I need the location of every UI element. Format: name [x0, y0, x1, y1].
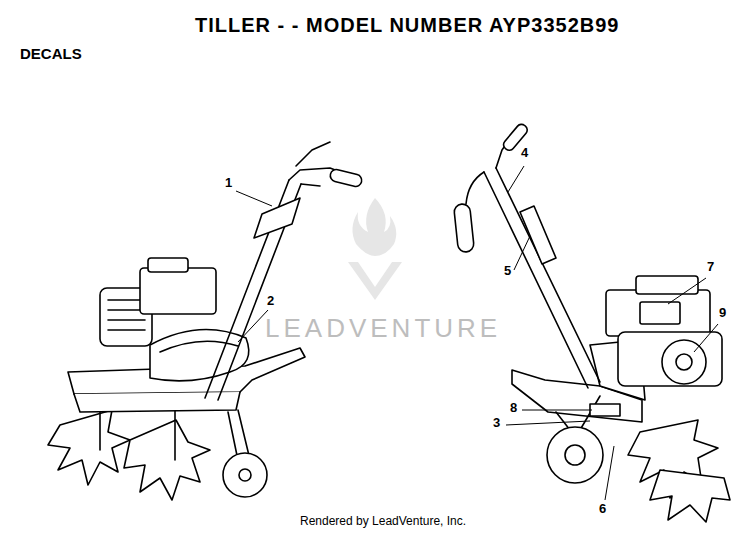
watermark-logo [348, 198, 402, 300]
callout-number: 9 [718, 306, 727, 321]
callout-number: 6 [598, 502, 607, 517]
callout-number: 3 [492, 416, 501, 431]
watermark: LEADVENTURE [265, 314, 501, 344]
callout-number: 1 [224, 176, 233, 191]
credit-note: Rendered by LeadVenture, Inc. [300, 515, 466, 529]
callout-number: 8 [509, 401, 518, 416]
callout-number: 4 [520, 146, 529, 161]
callout-number: 7 [706, 260, 715, 275]
leader-lines [236, 166, 718, 500]
page-title: TILLER - - MODEL NUMBER AYP3352B99 [195, 14, 619, 37]
callout-number: 2 [266, 294, 275, 309]
section-heading: DECALS [20, 45, 82, 62]
callout-number: 5 [503, 264, 512, 279]
